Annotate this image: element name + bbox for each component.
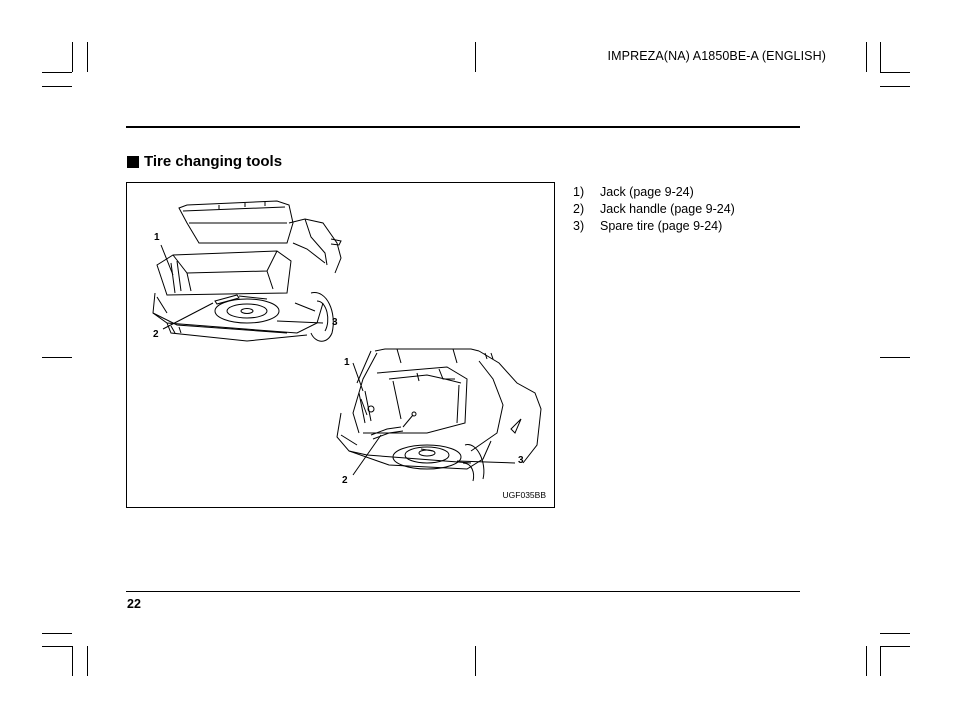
sedan-drawing [152,200,342,342]
list-item-text: Jack (page 9-24) [600,185,694,199]
list-item-number: 1) [573,185,585,199]
callout-top-2: 2 [153,329,159,340]
header-rule [126,126,800,128]
list-item-number: 2) [573,202,585,216]
tire-tools-figure: 1 2 3 1 2 3 UGF035BB [126,182,555,508]
document-code: IMPREZA(NA) A1850BE-A (ENGLISH) [607,49,826,63]
wagon-drawing [336,348,542,482]
page-number: 22 [127,597,141,611]
section-marker-icon [127,155,139,168]
section-title: Tire changing tools [127,153,282,170]
callout-top-3: 3 [332,317,338,328]
list-item: 1) Jack (page 9-24) [573,184,735,201]
figure-code: UGF035BB [502,490,546,500]
callout-top-1: 1 [154,232,160,243]
callout-bottom-3: 3 [518,455,524,466]
tool-list: 1) Jack (page 9-24) 2) Jack handle (page… [573,184,735,235]
list-item: 2) Jack handle (page 9-24) [573,201,735,218]
list-item-text: Jack handle (page 9-24) [600,202,735,216]
list-item-text: Spare tire (page 9-24) [600,219,723,233]
footer-rule [126,591,800,592]
callout-bottom-1: 1 [344,357,350,368]
list-item-number: 3) [573,219,585,233]
callout-bottom-2: 2 [342,475,348,486]
list-item: 3) Spare tire (page 9-24) [573,218,735,235]
section-title-text: Tire changing tools [144,153,283,170]
trunk-illustration [152,200,542,482]
